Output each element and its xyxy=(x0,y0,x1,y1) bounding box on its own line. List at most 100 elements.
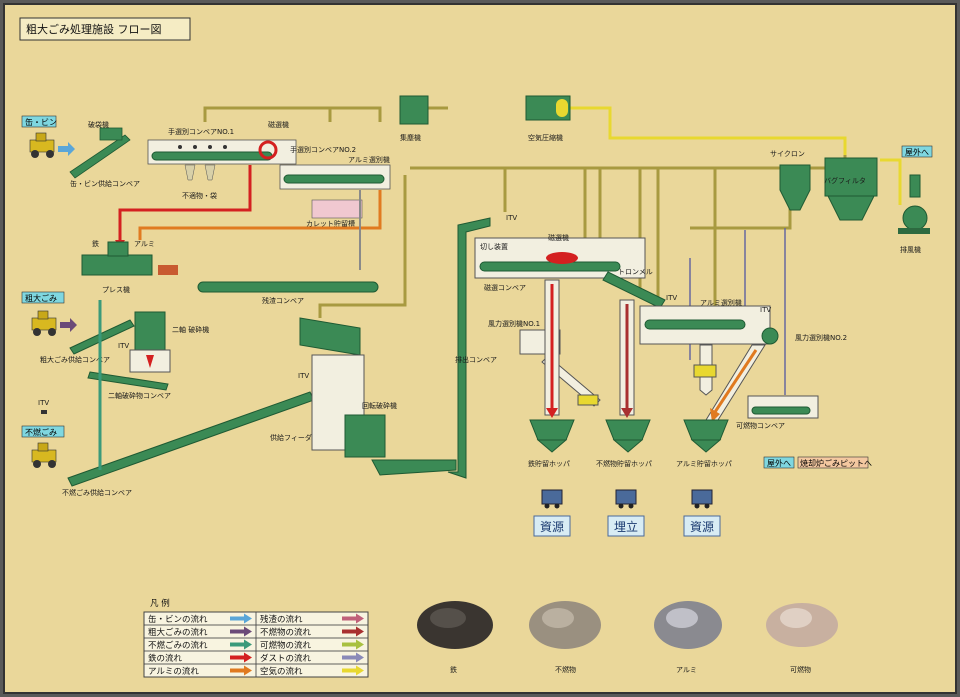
mag-sep-top xyxy=(258,140,278,160)
comb-conveyor xyxy=(751,406,811,415)
legend-arrow-icon xyxy=(342,652,364,663)
noncomb-down-flow xyxy=(619,299,635,418)
mag-sep-mid-label: 磁選機 xyxy=(548,233,569,242)
exhaust-fan xyxy=(898,174,930,234)
wind-sep-1-label: 風力選別機NO.1 xyxy=(488,319,540,328)
iron-down-flow xyxy=(544,279,560,418)
iron-flow-line xyxy=(118,165,252,240)
iron-hopper xyxy=(529,419,575,441)
incinerator-tag xyxy=(797,456,869,469)
twin-shaft-crusher xyxy=(129,311,171,373)
legend-arrow-icon xyxy=(230,665,252,676)
crusher-out-conveyor xyxy=(371,459,457,476)
itv-label-left: ITV xyxy=(38,399,49,407)
legend-label: 可燃物の流れ xyxy=(260,640,312,651)
dest-box-2 xyxy=(607,515,645,537)
legend-label: ダストの流れ xyxy=(260,653,312,664)
dest-label-1: 資源 xyxy=(540,520,564,534)
sample-alum-photo xyxy=(654,601,722,649)
residue-conveyor xyxy=(197,281,379,293)
legend-arrow-icon xyxy=(342,639,364,650)
truck-icon-3 xyxy=(691,489,713,509)
legend-arrow-icon xyxy=(342,665,364,676)
air-compressor-label: 空気圧縮機 xyxy=(528,133,563,142)
rotary-crusher-label: 回転破砕機 xyxy=(362,401,397,410)
bulky-flow-arrow xyxy=(60,318,77,332)
itv-label-mid: ITV xyxy=(506,214,517,222)
dust-collector xyxy=(399,95,429,125)
wind-sep-2-label: 風力選別機NO.2 xyxy=(795,333,847,342)
outdoor-tag-bottom xyxy=(763,456,795,469)
discharge-conveyor xyxy=(447,217,491,479)
dest-box-1 xyxy=(533,515,571,537)
itv-label-bulky: ITV xyxy=(118,342,129,350)
itv-label-alum: ITV xyxy=(760,306,771,314)
comb-conveyor-label: 可燃物コンベア xyxy=(736,421,785,430)
itv-label-crusher: ITV xyxy=(298,372,309,380)
legend-arrow-icon xyxy=(230,639,252,650)
legend-label: アルミの流れ xyxy=(148,666,199,677)
legend-arrow-icon xyxy=(342,613,364,624)
residue-conveyor-label: 残渣コンベア xyxy=(262,296,304,305)
mag-conveyor xyxy=(479,261,621,272)
mag-conveyor-label: 磁選コンベア xyxy=(484,283,526,292)
incinerator-label: 焼却炉ごみピットへ xyxy=(800,458,872,468)
dest-label-3: 資源 xyxy=(690,520,714,534)
title-box xyxy=(19,17,191,41)
iron-hopper-label: 鉄貯留ホッパ xyxy=(528,459,570,468)
can-supply-conveyor-label: 缶・ビン供給コンベア xyxy=(70,179,140,188)
itv-label-trommel: ITV xyxy=(666,294,677,302)
legend-title: 凡 例 xyxy=(150,598,170,609)
loader-icon-2 xyxy=(31,310,57,336)
legend-arrow-icon xyxy=(230,652,252,663)
bag-breaker xyxy=(99,127,123,141)
diagram-title: 粗大ごみ処理施設 フロー図 xyxy=(26,22,162,36)
noncomb-hopper xyxy=(605,419,651,441)
sample-iron-label: 鉄 xyxy=(450,665,457,674)
truck-icon-1 xyxy=(541,489,563,509)
alum-down-flow xyxy=(693,344,766,422)
hand-sort-2-label: 手選別コンベアNO.2 xyxy=(290,145,356,154)
hand-sort-conveyor-2 xyxy=(283,174,385,184)
loader-icon-3 xyxy=(31,442,57,468)
noncomb-hopper-bottom xyxy=(612,439,644,453)
alum-hopper xyxy=(683,419,729,441)
sample-comb-label: 可燃物 xyxy=(790,665,811,674)
outdoor-bottom-label: 屋外へ xyxy=(767,458,791,468)
legend-arrow-icon xyxy=(342,626,364,637)
legend-label: 粗大ごみの流れ xyxy=(148,627,208,638)
wind-sep-1-bin xyxy=(577,394,599,406)
cyclone xyxy=(779,164,811,211)
bag-breaker-label: 破袋機 xyxy=(88,120,109,129)
outdoor-top-label: 屋外へ xyxy=(905,147,929,157)
cyclone-label: サイクロン xyxy=(770,150,805,158)
input-noncomb-label: 不燃ごみ xyxy=(25,427,57,437)
press-machine xyxy=(81,241,178,276)
alum-flow-line xyxy=(138,190,382,240)
workers-1 xyxy=(178,145,227,149)
can-supply-conveyor xyxy=(69,134,131,179)
iron-label: 鉄 xyxy=(92,239,99,248)
dust-collector-label: 集塵機 xyxy=(400,133,421,142)
itv-camera-icon xyxy=(41,410,47,414)
twin-out-label: 二軸破砕物コンベア xyxy=(108,391,171,400)
can-flow-arrow xyxy=(58,142,75,156)
trommel-label: トロンメル xyxy=(618,268,653,276)
chute-1 xyxy=(184,164,196,181)
input-noncomb-tag xyxy=(21,425,65,438)
input-bulky-label: 粗大ごみ xyxy=(25,293,57,303)
alum-hopper-bottom xyxy=(690,439,722,453)
bag-filter-label: バグフィルタ xyxy=(824,176,866,185)
sample-alum-label: アルミ xyxy=(676,666,697,674)
bag-filter xyxy=(824,157,878,197)
wind-sep-2-fan xyxy=(761,327,779,345)
loader-icon xyxy=(29,132,55,158)
cullet-tank-label: カレット貯留槽 xyxy=(306,219,355,228)
exhaust-fan-label: 排風機 xyxy=(900,245,921,254)
truck-icon-2 xyxy=(615,489,637,509)
iron-hopper-bottom xyxy=(536,439,568,453)
dest-box-3 xyxy=(683,515,721,537)
hand-sort-1-label: 手選別コンベアNO.1 xyxy=(168,127,234,136)
alum-conveyor xyxy=(644,319,746,330)
